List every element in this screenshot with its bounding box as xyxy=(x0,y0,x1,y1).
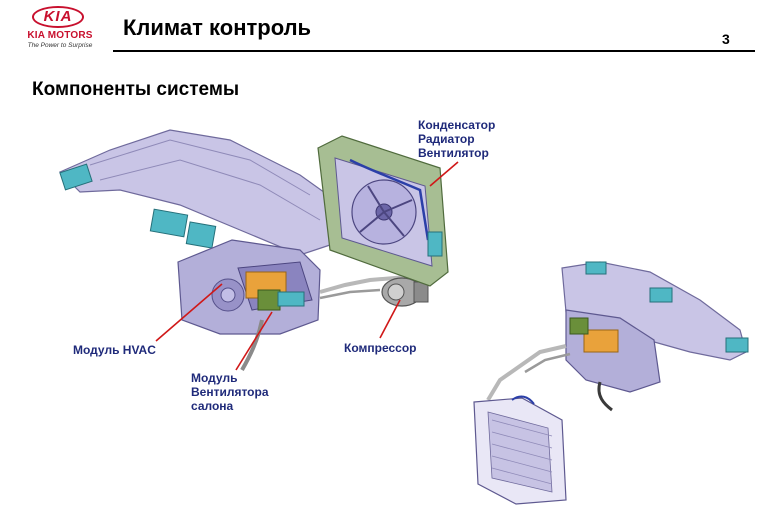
section-title: Компоненты системы xyxy=(32,79,240,100)
pointer-hvac xyxy=(155,283,223,342)
label-condenser-line-3: Вентилятор xyxy=(418,146,489,160)
logo-brand: KIA xyxy=(43,8,73,25)
label-condenser: Конденсатор Радиатор Вентилятор xyxy=(418,118,495,160)
refrigerant-lines-right xyxy=(486,344,571,402)
pointer-compressor xyxy=(379,299,401,339)
label-compressor: Компрессор xyxy=(344,341,417,355)
label-blower-line-3: салона xyxy=(191,399,234,413)
label-blower-line-1: Модуль xyxy=(191,371,238,385)
dashboard-duct-left xyxy=(58,129,336,256)
label-condenser-line-2: Радиатор xyxy=(418,132,475,146)
kia-logo: KIA KIA MOTORS The Power to Surprise xyxy=(20,6,100,52)
compressor xyxy=(381,277,429,307)
label-blower-module: Модуль Вентилятора салона xyxy=(191,371,269,413)
radiator-right xyxy=(473,395,567,505)
label-condenser-line-1: Конденсатор xyxy=(418,118,496,132)
logo-motors: KIA MOTORS xyxy=(27,30,93,41)
header-rule xyxy=(113,50,755,52)
hvac-module-left xyxy=(177,239,321,371)
logo-tagline: The Power to Surprise xyxy=(27,42,93,49)
pointer-blower xyxy=(235,311,273,371)
label-hvac-module: Модуль HVAC xyxy=(73,343,156,357)
slide-title: Климат контроль xyxy=(123,15,312,40)
pointer-condenser xyxy=(429,161,459,187)
condenser-radiator-fan xyxy=(317,135,449,287)
page-number: 3 xyxy=(722,31,730,47)
label-blower-line-2: Вентилятора xyxy=(191,385,269,399)
logo-oval xyxy=(32,6,84,28)
pointer-lines xyxy=(155,161,459,371)
hvac-module-right xyxy=(565,309,661,412)
